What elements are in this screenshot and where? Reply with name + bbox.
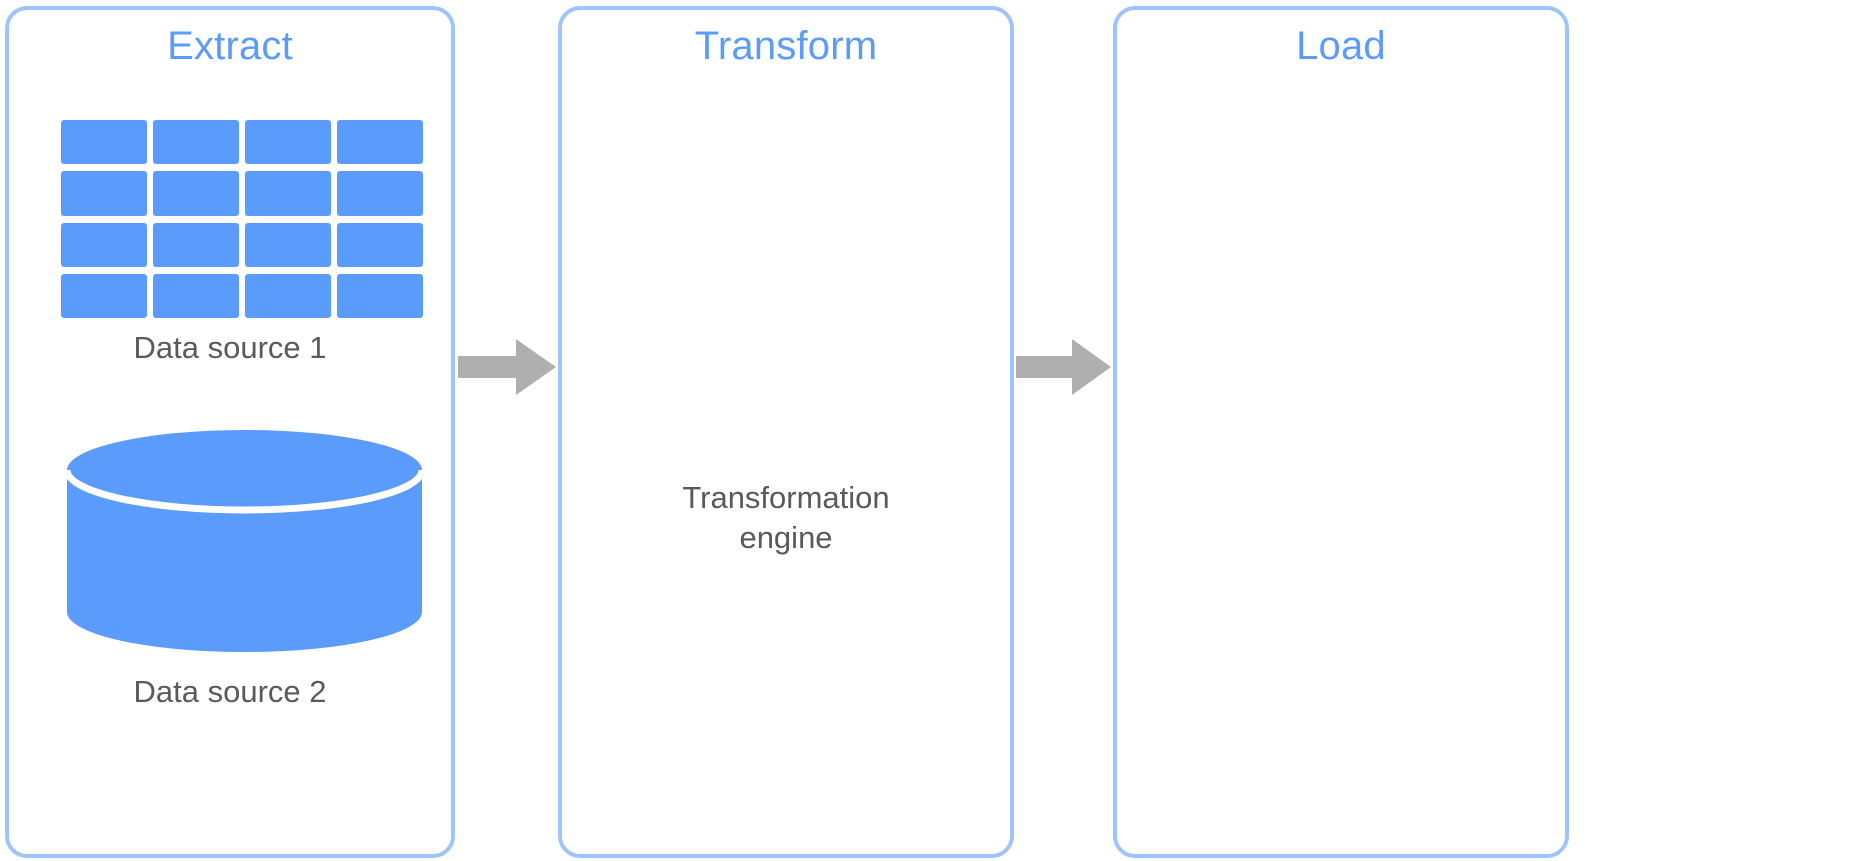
grid-cell [61, 222, 147, 267]
grid-cell [337, 273, 423, 318]
grid-cell [61, 171, 147, 216]
grid-cell [153, 171, 239, 216]
panel-extract[interactable]: Extract Data source 1 [5, 6, 455, 858]
label-data-source-2: Data source 2 [133, 674, 327, 709]
grid-cell [153, 273, 239, 318]
label-transformation-engine: Transformation engine [682, 480, 890, 555]
grid-cell [61, 120, 147, 165]
grid-cell [337, 171, 423, 216]
table-grid-icon [61, 120, 423, 318]
grid-cell [245, 120, 331, 165]
panel-title-transform: Transform [694, 24, 878, 68]
panel-title-extract: Extract [167, 24, 293, 68]
panel-transform[interactable]: Transform Transformation engine [558, 6, 1477, 858]
database-cylinder-icon [67, 430, 422, 652]
grid-cell [337, 222, 423, 267]
grid-cell [245, 171, 331, 216]
arrow-right-icon [1016, 339, 1111, 395]
panel-title-load: Load [1296, 24, 1386, 68]
grid-cell [245, 273, 331, 318]
label-data-source-1: Data source 1 [133, 330, 327, 365]
label-target: Target [1293, 396, 1389, 434]
grid-cell [61, 273, 147, 318]
arrow-right-icon [458, 339, 556, 395]
grid-cell [337, 120, 423, 165]
grid-cell [153, 120, 239, 165]
grid-cell [153, 222, 239, 267]
grid-cell [245, 222, 331, 267]
panel-load[interactable]: Load Target [1113, 6, 1569, 858]
